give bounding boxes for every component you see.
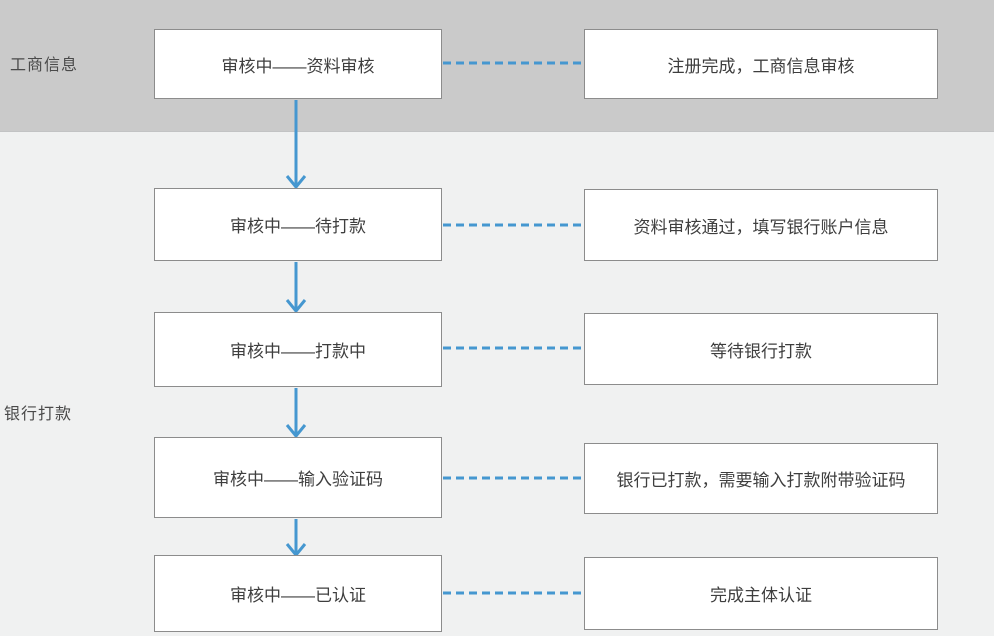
description-node-enter-payment-code: 银行已打款，需要输入打款附带验证码 [584, 443, 938, 514]
status-node-awaiting-payment: 审核中——待打款 [154, 188, 442, 261]
description-node-identity-complete: 完成主体认证 [584, 557, 938, 630]
description-node-registration-complete: 注册完成，工商信息审核 [584, 29, 938, 99]
section-label-bank-payment: 银行打款 [4, 406, 73, 423]
description-node-fill-bank-account: 资料审核通过，填写银行账户信息 [584, 189, 938, 261]
status-node-enter-verification-code: 审核中——输入验证码 [154, 437, 442, 518]
status-node-payment-in-progress: 审核中——打款中 [154, 312, 442, 387]
section-label-business-info: 工商信息 [10, 57, 79, 74]
status-node-verified: 审核中——已认证 [154, 555, 442, 632]
status-node-material-review: 审核中——资料审核 [154, 29, 442, 99]
description-node-wait-bank-payment: 等待银行打款 [584, 313, 938, 385]
